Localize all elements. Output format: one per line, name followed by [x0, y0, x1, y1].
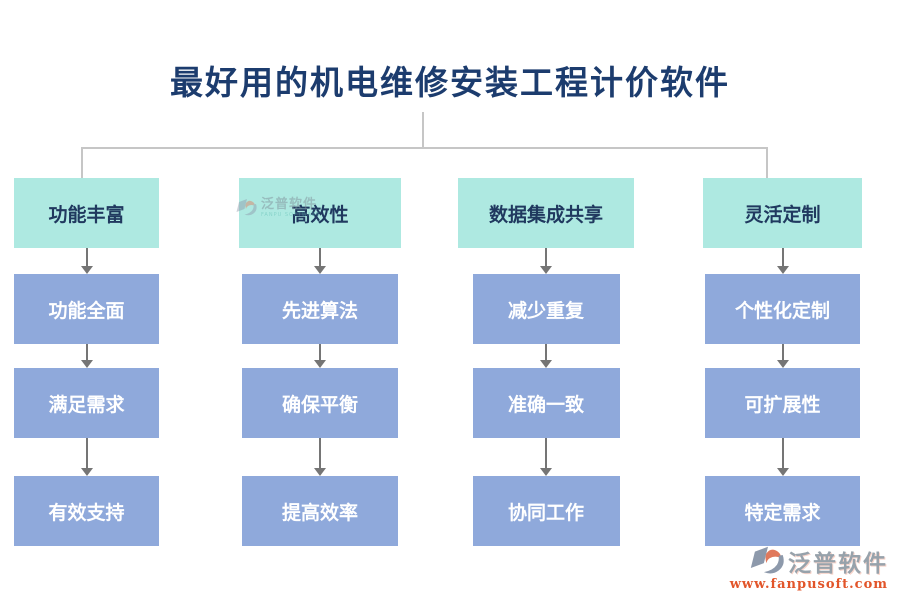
page-title: 最好用的机电维修安装工程计价软件 — [170, 63, 730, 102]
footer-brand: 泛普软件 — [788, 550, 888, 577]
feature-box: 先进算法 — [242, 274, 398, 344]
feature-label: 减少重复 — [507, 299, 584, 322]
footer-url: www.fanpusoft.com — [729, 577, 888, 592]
fanpu-logo-icon — [750, 546, 784, 573]
feature-label: 有效支持 — [48, 501, 125, 524]
feature-label: 功能全面 — [48, 299, 125, 322]
category-header-label: 数据集成共享 — [488, 203, 603, 226]
arrow-down-icon — [540, 344, 552, 368]
feature-box: 确保平衡 — [242, 368, 398, 438]
arrow-down-icon — [314, 438, 326, 476]
arrow-down-icon — [540, 438, 552, 476]
arrow-down-icon — [314, 248, 326, 274]
connector-right-drop — [766, 149, 768, 178]
feature-label: 满足需求 — [48, 393, 125, 416]
feature-box: 特定需求 — [705, 476, 860, 546]
feature-box: 协同工作 — [472, 476, 620, 546]
category-column-4: 灵活定制 个性化定制 可扩展性 特定需求 — [703, 178, 862, 546]
feature-label: 先进算法 — [281, 299, 358, 322]
feature-box: 减少重复 — [472, 274, 620, 344]
feature-box: 个性化定制 — [705, 274, 860, 344]
category-header-label: 高效性 — [291, 203, 349, 226]
feature-box: 可扩展性 — [705, 368, 860, 438]
feature-box: 满足需求 — [14, 368, 159, 438]
category-header: 数据集成共享 — [458, 178, 634, 248]
category-header: 灵活定制 — [703, 178, 862, 248]
feature-label: 确保平衡 — [281, 393, 358, 416]
connector-left-drop — [81, 149, 83, 178]
category-column-3: 数据集成共享 减少重复 准确一致 协同工作 — [458, 178, 634, 546]
arrow-down-icon — [776, 248, 789, 274]
feature-label: 特定需求 — [744, 501, 821, 524]
category-header: 高效性 — [239, 178, 401, 248]
feature-label: 提高效率 — [281, 501, 358, 524]
arrow-down-icon — [80, 438, 93, 476]
feature-label: 个性化定制 — [734, 299, 830, 322]
arrow-down-icon — [80, 344, 93, 368]
arrow-down-icon — [776, 344, 789, 368]
feature-label: 准确一致 — [507, 393, 584, 416]
arrow-down-icon — [80, 248, 93, 274]
footer-logo: 泛普软件 www.fanpusoft.com — [730, 544, 888, 592]
category-column-1: 功能丰富 功能全面 满足需求 有效支持 — [14, 178, 159, 546]
arrow-down-icon — [540, 248, 552, 274]
connector-horizontal — [81, 147, 768, 149]
connector-title-vertical — [422, 112, 424, 148]
category-column-2: 高效性 先进算法 确保平衡 提高效率 — [239, 178, 401, 546]
feature-box: 准确一致 — [472, 368, 620, 438]
feature-label: 可扩展性 — [744, 393, 821, 416]
category-header-label: 灵活定制 — [744, 203, 821, 226]
feature-box: 提高效率 — [242, 476, 398, 546]
feature-box: 功能全面 — [14, 274, 159, 344]
category-header-label: 功能丰富 — [48, 203, 125, 226]
category-header: 功能丰富 — [14, 178, 159, 248]
arrow-down-icon — [776, 438, 789, 476]
feature-label: 协同工作 — [507, 501, 584, 524]
feature-box: 有效支持 — [14, 476, 159, 546]
arrow-down-icon — [314, 344, 326, 368]
